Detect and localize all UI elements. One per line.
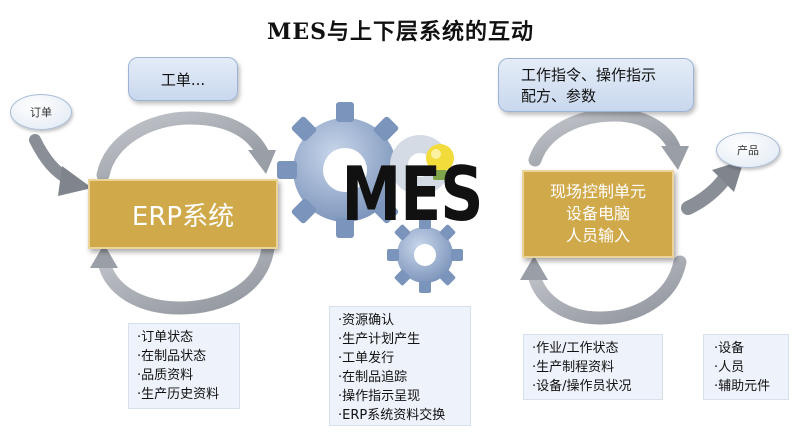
control-top-cycle-arrow (535, 115, 689, 170)
control-unit-line: 现场控制单元 (550, 181, 646, 203)
instruction-line: 配方、参数 (521, 86, 693, 107)
erp-notes: ·订单状态 ·在制品状态 ·品质资料 ·生产历史资料 (128, 323, 240, 409)
control-unit-box: 现场控制单元 设备电脑 人员输入 (522, 170, 674, 258)
instruction-bubble: 工作指令、操作指示 配方、参数 (498, 58, 694, 112)
control-unit-line: 人员输入 (566, 225, 630, 247)
control-bottom-cycle-arrow (520, 256, 680, 318)
product-oval: 产品 (716, 132, 780, 168)
resource-item: ·设备 (714, 339, 778, 358)
mes-note-item: ·ERP系统资料交换 (338, 406, 462, 425)
shopfloor-note-item: ·生产制程资料 (532, 358, 654, 377)
erp-note-item: ·订单状态 (137, 328, 231, 347)
erp-system-box: ERP系统 (88, 179, 278, 249)
erp-system-label: ERP系统 (132, 196, 234, 233)
work-order-bubble: 工单... (128, 57, 238, 101)
shopfloor-notes: ·作业/工作状态 ·生产制程资料 ·设备/操作员状况 (523, 334, 663, 400)
erp-note-item: ·生产历史资料 (137, 385, 231, 404)
mes-note-item: ·在制品追踪 (338, 368, 462, 387)
resource-item: ·人员 (714, 358, 778, 377)
mes-notes: ·资源确认 ·生产计划产生 ·工单发行 ·在制品追踪 ·操作指示呈现 ·ERP系… (329, 306, 471, 426)
resource-notes: ·设备 ·人员 ·辅助元件 (703, 334, 789, 400)
erp-note-item: ·在制品状态 (137, 347, 231, 366)
shopfloor-note-item: ·作业/工作状态 (532, 339, 654, 358)
mes-note-item: ·操作指示呈现 (338, 387, 462, 406)
order-oval: 订单 (10, 94, 72, 130)
erp-note-item: ·品质资料 (137, 366, 231, 385)
mes-note-item: ·资源确认 (338, 311, 462, 330)
order-inbound-arrow (35, 140, 92, 196)
control-unit-line: 设备电脑 (566, 203, 630, 225)
instruction-line: 工作指令、操作指示 (521, 65, 693, 86)
mes-logo: MES (312, 151, 512, 239)
work-order-label: 工单... (161, 69, 205, 90)
erp-bottom-cycle-arrow (90, 244, 268, 308)
product-outbound-arrow (688, 160, 744, 208)
resource-item: ·辅助元件 (714, 377, 778, 396)
mes-note-item: ·生产计划产生 (338, 330, 462, 349)
mes-note-item: ·工单发行 (338, 349, 462, 368)
shopfloor-note-item: ·设备/操作员状况 (532, 377, 654, 396)
product-label: 产品 (737, 142, 759, 158)
erp-top-cycle-arrow (103, 118, 276, 175)
order-label: 订单 (30, 104, 52, 120)
